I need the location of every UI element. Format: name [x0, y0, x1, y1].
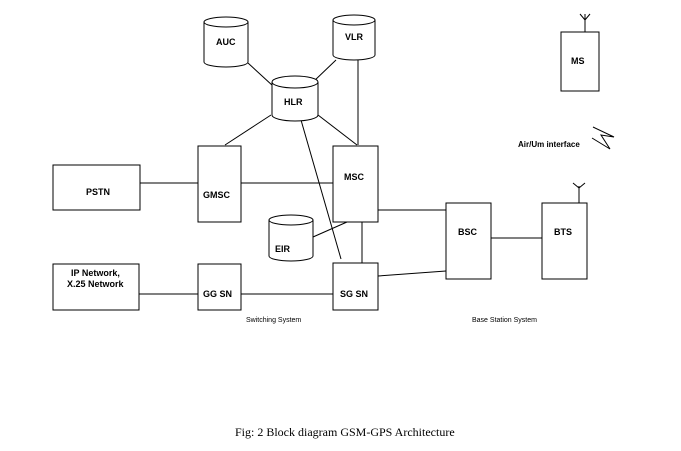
link-gmsc-hlr [224, 114, 272, 146]
link-hlr-msc [317, 114, 358, 146]
gmsc-label: GMSC [203, 190, 231, 200]
auc-label: AUC [216, 37, 236, 47]
figure-caption: Fig: 2 Block diagram GSM-GPS Architectur… [235, 425, 455, 439]
vlr-database: VLR [332, 14, 376, 61]
bsc-label: BSC [458, 227, 478, 237]
air-interface-lightning-icon [591, 126, 615, 150]
sgsn-node: SG SN [332, 262, 379, 311]
gmsc-node: GMSC [197, 145, 242, 223]
ip-network-label-line1: IP Network, [71, 268, 120, 278]
hlr-label: HLR [284, 97, 303, 107]
ms-node: MS [560, 13, 600, 92]
connections [139, 58, 542, 295]
ip-network-label-line2: X.25 Network [67, 279, 125, 289]
msc-label: MSC [344, 172, 365, 182]
ip-network-node: IP Network, X.25 Network [52, 263, 140, 311]
switching-system-label: Switching System [246, 317, 301, 324]
msc-node: MSC [332, 145, 379, 223]
link-eir-msc [312, 221, 348, 238]
air-interface-label: Air/Um interface [518, 140, 580, 149]
auc-database: AUC [203, 16, 249, 68]
vlr-label: VLR [345, 32, 364, 42]
bsc-node: BSC [445, 202, 492, 280]
eir-label: EIR [275, 244, 291, 254]
sgsn-label: SG SN [340, 289, 368, 299]
ggsn-node: GG SN [197, 263, 242, 311]
ggsn-label: GG SN [203, 289, 232, 299]
base-station-system-label: Base Station System [472, 317, 537, 324]
ms-label: MS [571, 56, 585, 66]
link-sgsn-bsc [377, 270, 447, 277]
eir-database: EIR [268, 214, 314, 262]
bts-node: BTS [541, 182, 588, 280]
pstn-node: PSTN [52, 164, 141, 211]
link-hlr-sgsn [300, 119, 342, 260]
link-auc-hlr [247, 62, 274, 87]
bts-label: BTS [554, 227, 572, 237]
link-vlr-hlr [312, 59, 337, 83]
pstn-label: PSTN [86, 187, 110, 197]
hlr-database: HLR [271, 75, 319, 122]
